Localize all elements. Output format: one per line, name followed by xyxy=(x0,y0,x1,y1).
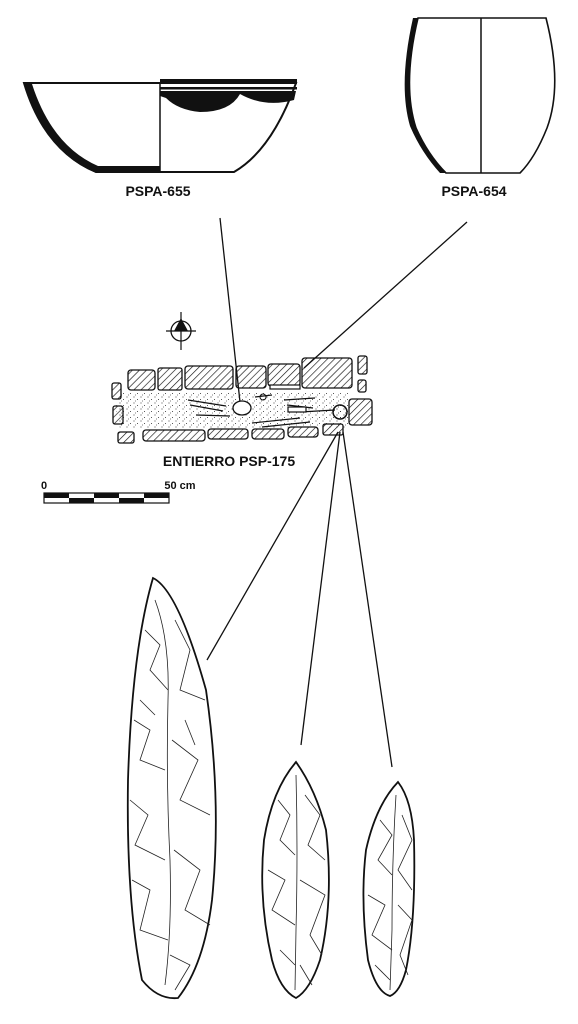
leader-lines xyxy=(206,217,468,768)
jar-label: PSPA-654 xyxy=(441,183,506,199)
scale-bar-segment xyxy=(94,493,119,498)
skeletal-remains xyxy=(187,384,336,428)
scale-bar-segment xyxy=(119,498,144,503)
scale-bar-start-label: 0 xyxy=(41,480,47,492)
scale-bar-segment xyxy=(69,498,94,503)
small-lithic-point xyxy=(362,780,416,997)
skull xyxy=(332,404,348,420)
scale-bar-segment xyxy=(144,493,169,498)
scale-bar-end-label: 50 cm xyxy=(164,480,195,492)
bowl-location xyxy=(232,400,252,416)
large-lithic-point xyxy=(126,576,217,1000)
jar-vessel-drawing xyxy=(404,17,556,174)
bowl-vessel-drawing xyxy=(22,79,298,173)
burial-stones xyxy=(111,355,373,444)
burial-plan xyxy=(111,355,373,444)
burial-label: ENTIERRO PSP-175 xyxy=(163,453,295,469)
medium-lithic-point xyxy=(261,760,330,1000)
scale-bar xyxy=(43,492,170,504)
scale-bar-segment xyxy=(44,493,69,498)
north-arrow-icon xyxy=(166,312,196,350)
bowl-label: PSPA-655 xyxy=(125,183,190,199)
